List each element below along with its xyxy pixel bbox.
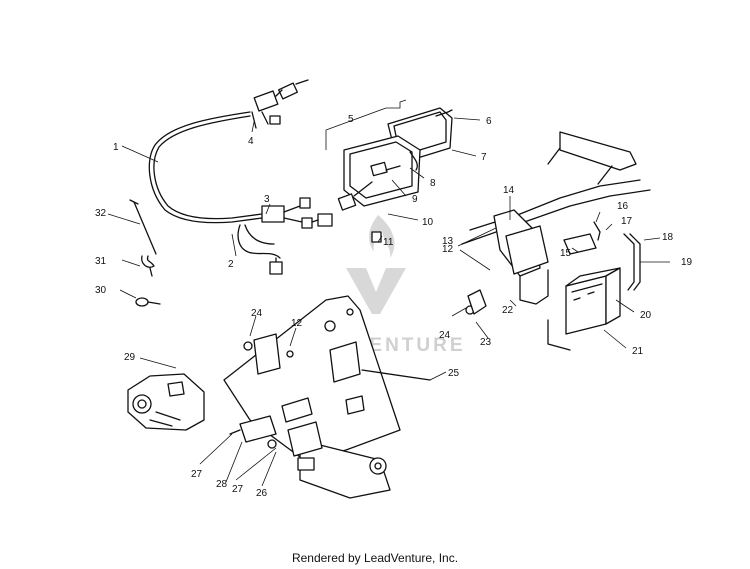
callout-8: 8 (430, 178, 436, 189)
callout-2: 2 (228, 259, 234, 270)
leader-lines (107, 117, 670, 487)
callout-19: 19 (681, 257, 693, 268)
callout-20: 20 (640, 310, 652, 321)
callout-29: 29 (124, 352, 136, 363)
callout-17: 17 (621, 216, 633, 227)
callout-14: 14 (503, 185, 515, 196)
callout-1: 1 (113, 142, 119, 153)
callout-labels: 1 2 3 4 5 6 7 8 9 10 11 12 12 13 14 15 1… (95, 114, 693, 499)
callout-9: 9 (412, 194, 418, 205)
callout-13: 13 (442, 236, 454, 247)
callout-27-right: 27 (232, 484, 244, 495)
callout-7: 7 (481, 152, 487, 163)
callout-11: 11 (383, 237, 394, 248)
wire-harness (148, 79, 333, 275)
callout-22: 22 (502, 305, 514, 316)
callout-21: 21 (632, 346, 644, 357)
taillight-assembly (325, 99, 453, 243)
callout-31: 31 (95, 256, 107, 267)
callout-27-left: 27 (191, 469, 203, 480)
callout-10: 10 (422, 217, 434, 228)
callout-30: 30 (95, 285, 107, 296)
callout-18: 18 (662, 232, 674, 243)
callout-25: 25 (448, 368, 460, 379)
switch-housing (127, 373, 205, 431)
small-hardware (129, 199, 161, 307)
callout-4: 4 (248, 136, 254, 147)
callout-16: 16 (617, 201, 629, 212)
callout-5: 5 (348, 114, 354, 125)
callout-15: 15 (560, 248, 572, 259)
footer-credit: Rendered by LeadVenture, Inc. (291, 551, 459, 565)
callout-12-frame: 12 (442, 244, 454, 255)
callout-32: 32 (95, 208, 107, 219)
callout-28: 28 (216, 479, 228, 490)
callout-26: 26 (256, 488, 268, 499)
frame-battery-area (461, 131, 651, 351)
callout-6: 6 (486, 116, 492, 127)
callout-12-plate: 12 (291, 318, 303, 329)
callout-23: 23 (480, 337, 492, 348)
callout-3: 3 (264, 194, 270, 205)
callout-24-plate: 24 (251, 308, 263, 319)
mounting-plate (223, 295, 431, 499)
callout-24-frame: 24 (439, 330, 451, 341)
